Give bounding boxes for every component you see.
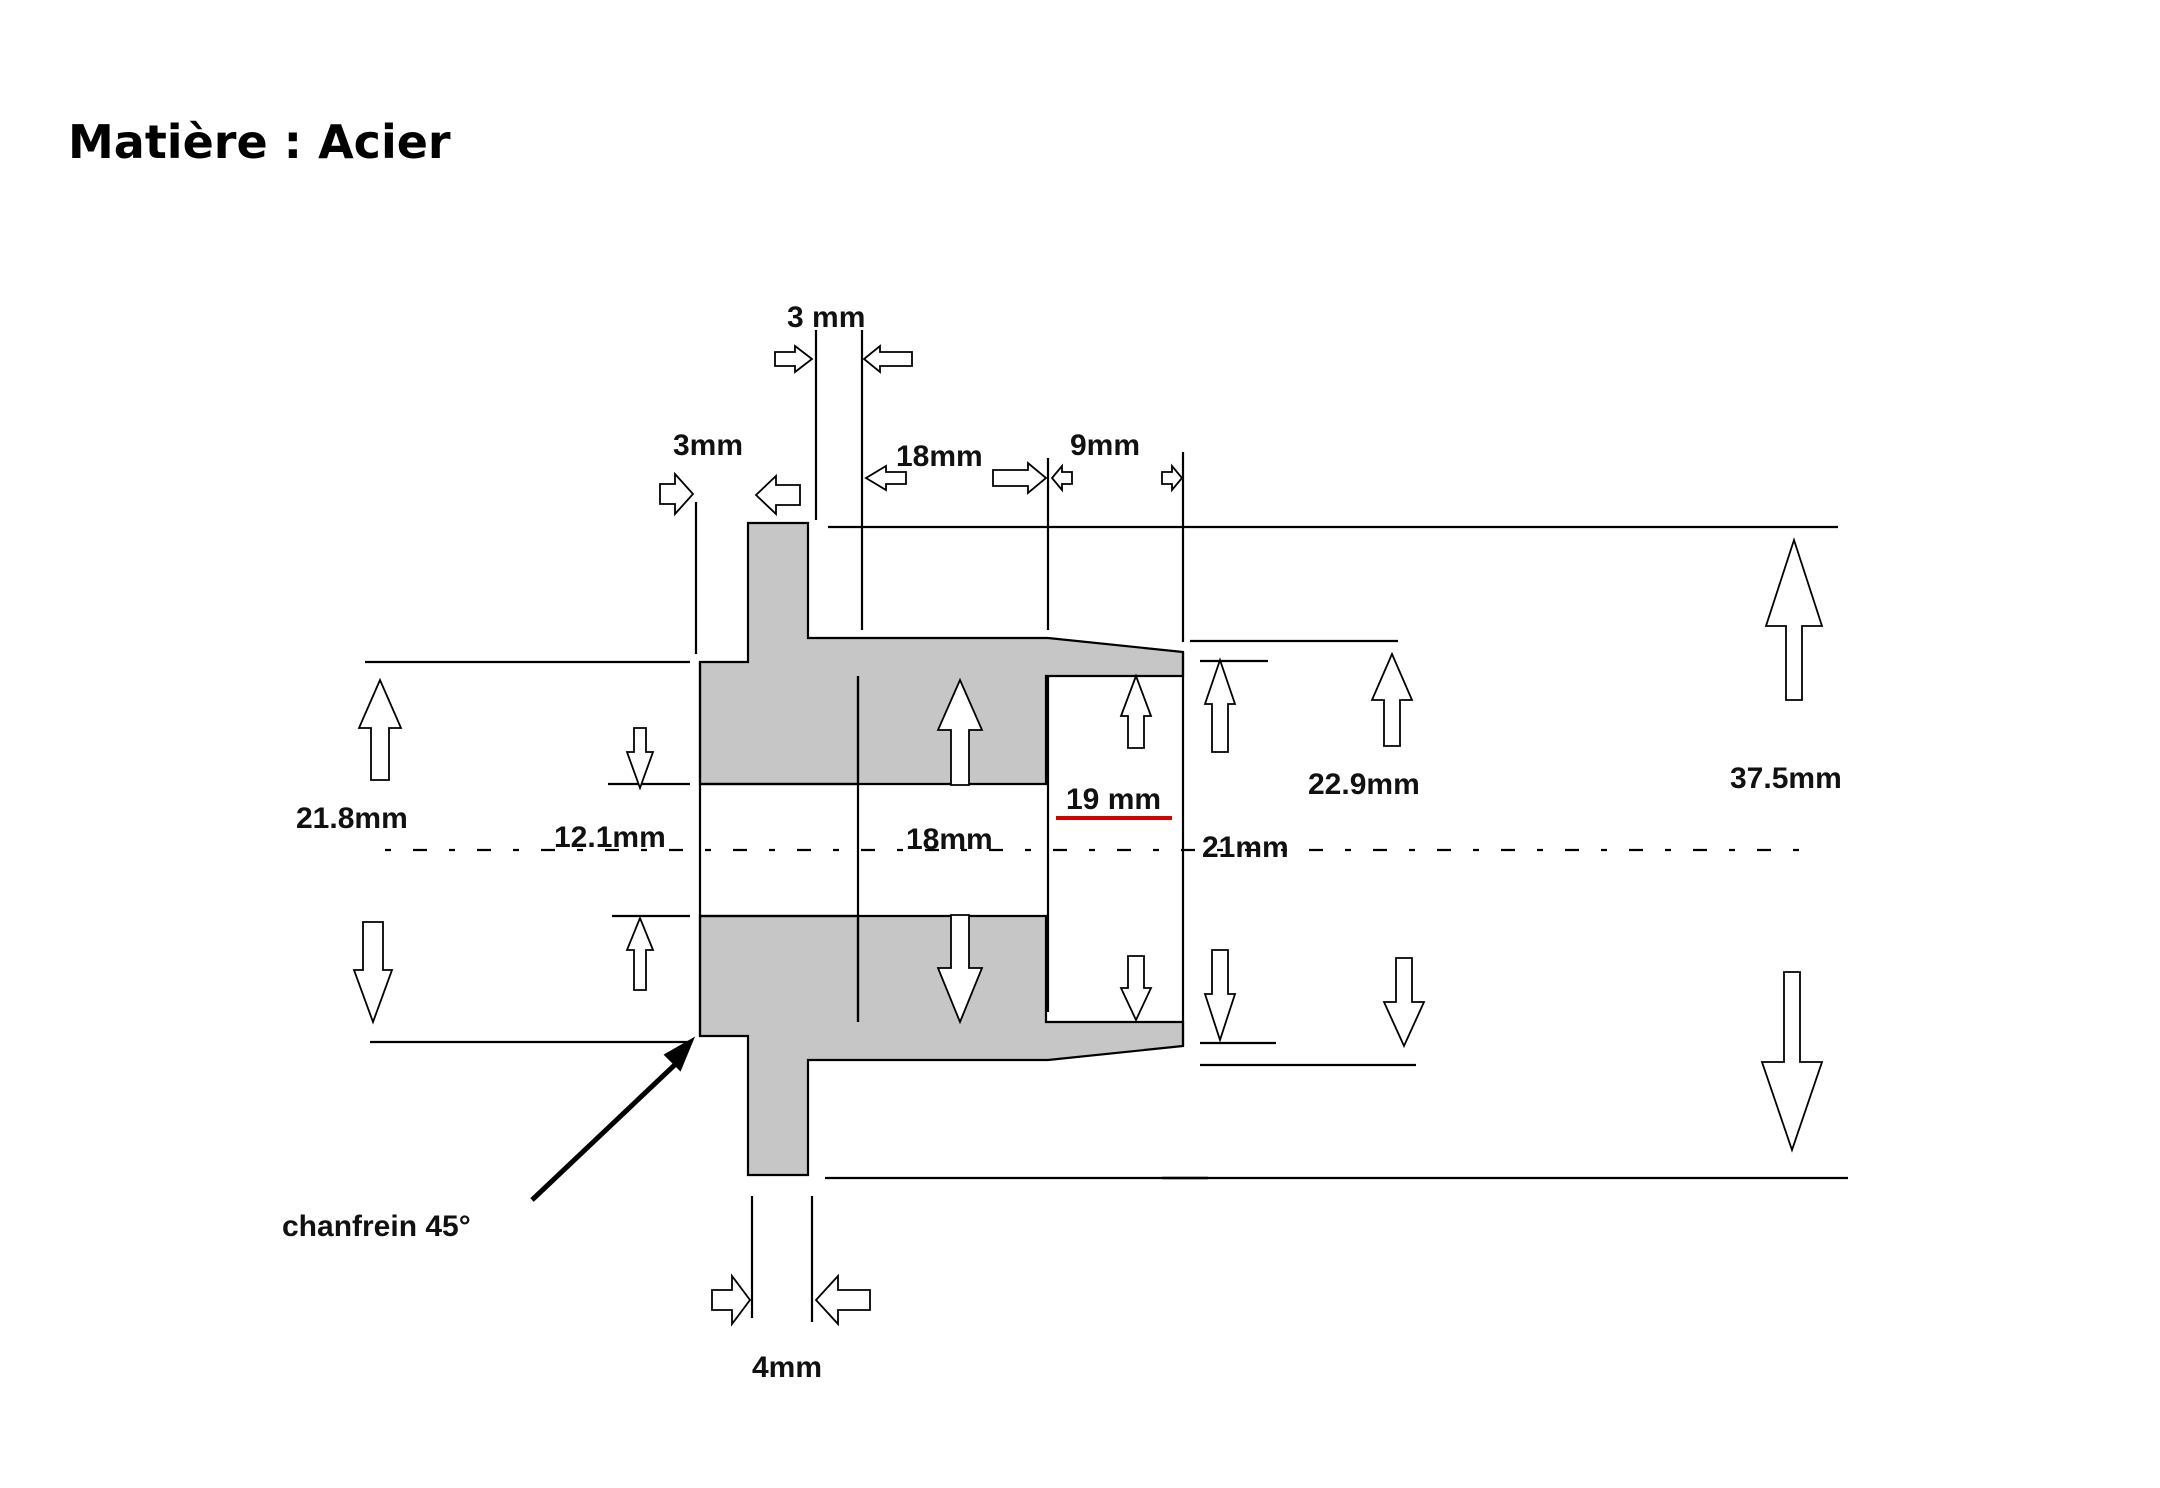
dim-label-4mm: 4mm [752, 1351, 822, 1384]
arrow-up-icon [1203, 657, 1237, 753]
arrow-up-icon [1764, 537, 1824, 701]
arrow-down-icon [625, 727, 655, 791]
dim-label-3mm-left: 3mm [673, 429, 743, 462]
dim-label-3mm-top: 3 mm [787, 301, 865, 334]
arrow-right-icon [659, 471, 695, 517]
arrow-left-icon [864, 464, 907, 492]
arrow-up-icon [1119, 673, 1153, 749]
arrow-down-icon [1203, 949, 1237, 1043]
part-upper-half [698, 521, 1185, 786]
dim-label-21-8mm: 21.8mm [296, 802, 408, 835]
chamfer-label: chanfrein 45° [282, 1210, 471, 1243]
part-section [698, 521, 1185, 1177]
dim-label-9mm-length: 9mm [1070, 429, 1140, 462]
arrow-left-icon [862, 344, 913, 374]
arrow-right-icon [992, 461, 1048, 495]
part-lower-half [698, 914, 1185, 1177]
material-title: Matière : Acier [68, 115, 451, 169]
arrow-down-icon [936, 914, 984, 1025]
arrow-up-icon [357, 677, 403, 781]
dim-label-18mm-bore: 18mm [906, 823, 993, 856]
arrow-down-icon [1760, 971, 1824, 1153]
arrow-left-icon [814, 1273, 871, 1327]
dim-label-18mm-length: 18mm [896, 440, 983, 473]
dimension-arrows [352, 344, 1824, 1327]
arrow-down-icon [1119, 955, 1153, 1023]
chamfer-leader-arrow-icon [530, 1036, 696, 1202]
dim-label-19mm: 19 mm [1066, 783, 1161, 816]
dim-label-21mm: 21mm [1202, 831, 1289, 864]
arrow-up-icon [936, 677, 984, 786]
extension-lines [365, 330, 1848, 1322]
arrow-up-icon [625, 915, 655, 991]
arrow-down-icon [352, 921, 394, 1025]
arrow-down-icon [1382, 957, 1426, 1049]
arrow-right-icon [774, 344, 814, 374]
arrow-left-icon [1050, 463, 1073, 493]
arrow-left-icon [754, 473, 801, 517]
arrow-right-icon [1161, 463, 1184, 493]
dim-label-22-9mm: 22.9mm [1308, 768, 1420, 801]
dim-label-37-5mm: 37.5mm [1730, 762, 1842, 795]
arrow-up-icon [1370, 651, 1414, 747]
dim-label-12-1mm: 12.1mm [554, 821, 666, 854]
arrow-right-icon [711, 1273, 752, 1327]
